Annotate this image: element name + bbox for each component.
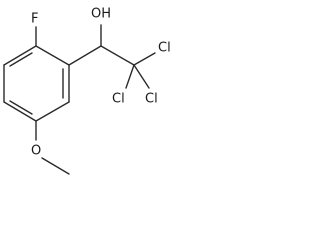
bond-ccl3-to-cl-left [125, 64, 135, 89]
atom-label-chlorine-left: Cl [112, 92, 125, 107]
atom-label-fluorine: F [31, 12, 38, 27]
ring-bond-c1-c2 [35, 45, 70, 66]
atom-label-chlorine-right: Cl [145, 92, 158, 107]
ring-bond-c4-c5 [3, 101, 37, 122]
structure-diagram: F OH Cl Cl Cl O [3, 7, 171, 175]
bond-ccl3-to-cl-top [133, 52, 156, 66]
bond-methoxy-o-to-methyl [41, 157, 70, 175]
bond-ring-to-carbinol [68, 45, 102, 66]
bond-carbinol-to-ccl3 [100, 45, 135, 66]
benzene-ring [3, 45, 70, 122]
atom-label-chlorine-top: Cl [158, 41, 171, 56]
ring-double-bond-inner-b [9, 100, 33, 115]
ring-bond-c2-c3 [3, 45, 37, 66]
ring-bond-c5-c6 [35, 101, 70, 122]
ring-double-bond-inner-a [9, 52, 33, 67]
bond-ccl3-to-cl-right [133, 64, 150, 89]
atom-label-methoxy-oxygen: O [31, 144, 41, 159]
atom-label-hydroxyl: OH [91, 7, 111, 22]
